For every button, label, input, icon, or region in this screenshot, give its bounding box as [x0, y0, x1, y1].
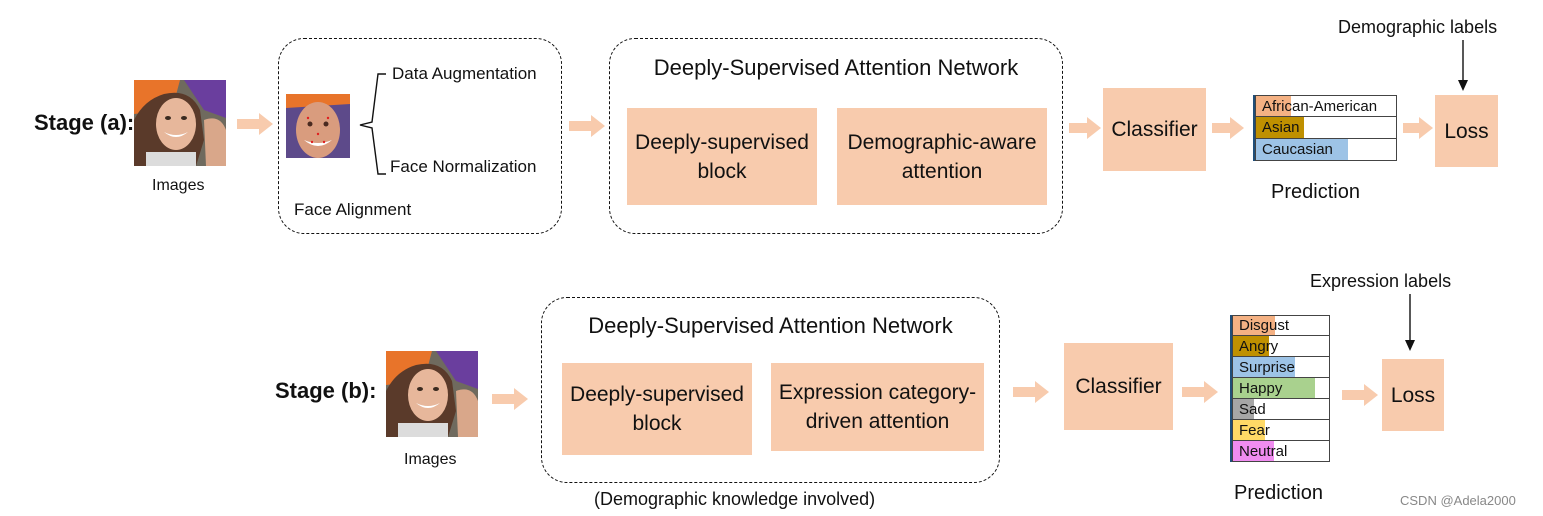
stage-a-arrow-3 — [1069, 117, 1101, 139]
stage-b-loss: Loss — [1382, 359, 1444, 431]
stage-a-arrow-1 — [237, 113, 273, 135]
stage-b-prediction-caption: Prediction — [1234, 482, 1323, 504]
stage-a-prediction-label: African-American — [1262, 97, 1378, 115]
demographic-labels-title: Demographic labels — [1338, 17, 1498, 37]
stage-b-arrow-4 — [1342, 384, 1378, 406]
stage-a-network-box — [609, 38, 1063, 234]
stage-b-prediction-label: Sad — [1239, 400, 1266, 418]
stage-b-input-image — [386, 351, 478, 437]
stage-a-prediction-row: Caucasian — [1255, 139, 1397, 161]
stage-b-prediction-row: Sad — [1232, 399, 1330, 420]
stage-a-prediction-row: African-American — [1255, 95, 1397, 117]
stage-b-prediction-bar — [1233, 357, 1296, 377]
stage-a-demographic-attention-block: Demographic-aware attention — [837, 108, 1047, 205]
stage-a-arrow-4 — [1212, 117, 1244, 139]
stage-b-arrow-2 — [1013, 381, 1049, 403]
stage-a-prediction-label: Asian — [1262, 119, 1300, 136]
stage-a-label: Stage (a): — [34, 110, 135, 135]
stage-b-network-box — [541, 297, 1000, 483]
stage-a-input-image — [134, 80, 226, 166]
stage-b-network-note: (Demographic knowledge involved) — [594, 489, 876, 509]
stage-b-prediction-row: Neutral — [1232, 441, 1330, 462]
stage-b-network-title: Deeply-Supervised Attention Network — [588, 313, 953, 338]
branch-brace — [359, 73, 386, 175]
stage-b-prediction-row: Fear — [1232, 420, 1330, 441]
stage-b-arrow-1 — [492, 388, 528, 410]
stage-a-loss: Loss — [1435, 95, 1498, 167]
stage-b-prediction-label: Neutral — [1239, 442, 1288, 460]
stage-a-prediction-bar — [1256, 139, 1349, 160]
stage-b-label: Stage (b): — [275, 378, 377, 403]
stage-b-prediction-bar — [1233, 441, 1275, 461]
stage-b-deeply-supervised-block: Deeply-supervised block — [562, 363, 752, 455]
stage-b-prediction-bar — [1233, 378, 1315, 398]
expression-labels-title: Expression labels — [1310, 271, 1452, 291]
stage-b-prediction-label: Disgust — [1239, 317, 1290, 334]
stage-a-arrow-5 — [1403, 117, 1433, 139]
stage-b-prediction-row: Happy — [1232, 378, 1330, 399]
stage-a-network-title: Deeply-Supervised Attention Network — [653, 55, 1019, 80]
stage-a-arrow-2 — [569, 115, 605, 137]
data-augmentation-label: Data Augmentation — [392, 64, 537, 83]
stage-b-prediction-label: Happy — [1239, 379, 1283, 397]
face-normalization-label: Face Normalization — [390, 157, 537, 176]
stage-b-images-caption: Images — [404, 451, 457, 468]
stage-a-prediction-row: Asian — [1255, 117, 1397, 139]
stage-b-prediction-row: Surprise — [1232, 357, 1330, 378]
stage-a-prediction-caption: Prediction — [1271, 181, 1360, 203]
stage-a-prediction-bar — [1256, 96, 1291, 116]
stage-b-prediction-label: Angry — [1239, 337, 1279, 355]
stage-b-prediction-row: Disgust — [1232, 315, 1330, 336]
stage-b-prediction-label: Fear — [1239, 421, 1270, 439]
face-alignment-box — [278, 38, 562, 234]
stage-b-prediction-bar — [1233, 336, 1270, 356]
watermark: CSDN @Adela2000 — [1400, 493, 1516, 508]
stage-b-prediction-bar — [1233, 420, 1265, 440]
stage-a-classifier: Classifier — [1103, 88, 1206, 171]
stage-b-prediction-label: Surprise — [1239, 358, 1295, 376]
stage-b-arrow-3 — [1182, 381, 1218, 403]
stage-a-prediction-label: Caucasian — [1262, 141, 1333, 158]
demographic-labels-arrow — [1458, 40, 1468, 91]
stage-b-prediction-bar — [1233, 399, 1255, 419]
stage-b-prediction-bar — [1233, 316, 1276, 335]
expression-labels-arrow — [1405, 294, 1415, 351]
aligned-face-image — [286, 94, 350, 158]
stage-b-prediction-row: Angry — [1232, 336, 1330, 357]
stage-a-images-caption: Images — [152, 177, 205, 194]
face-alignment-caption: Face Alignment — [294, 200, 412, 219]
stage-a-prediction-bar — [1256, 117, 1304, 138]
stage-b-expression-attention-block: Expression category-driven attention — [771, 363, 984, 451]
stage-b-classifier: Classifier — [1064, 343, 1173, 430]
stage-a-deeply-supervised-block: Deeply-supervised block — [627, 108, 817, 205]
